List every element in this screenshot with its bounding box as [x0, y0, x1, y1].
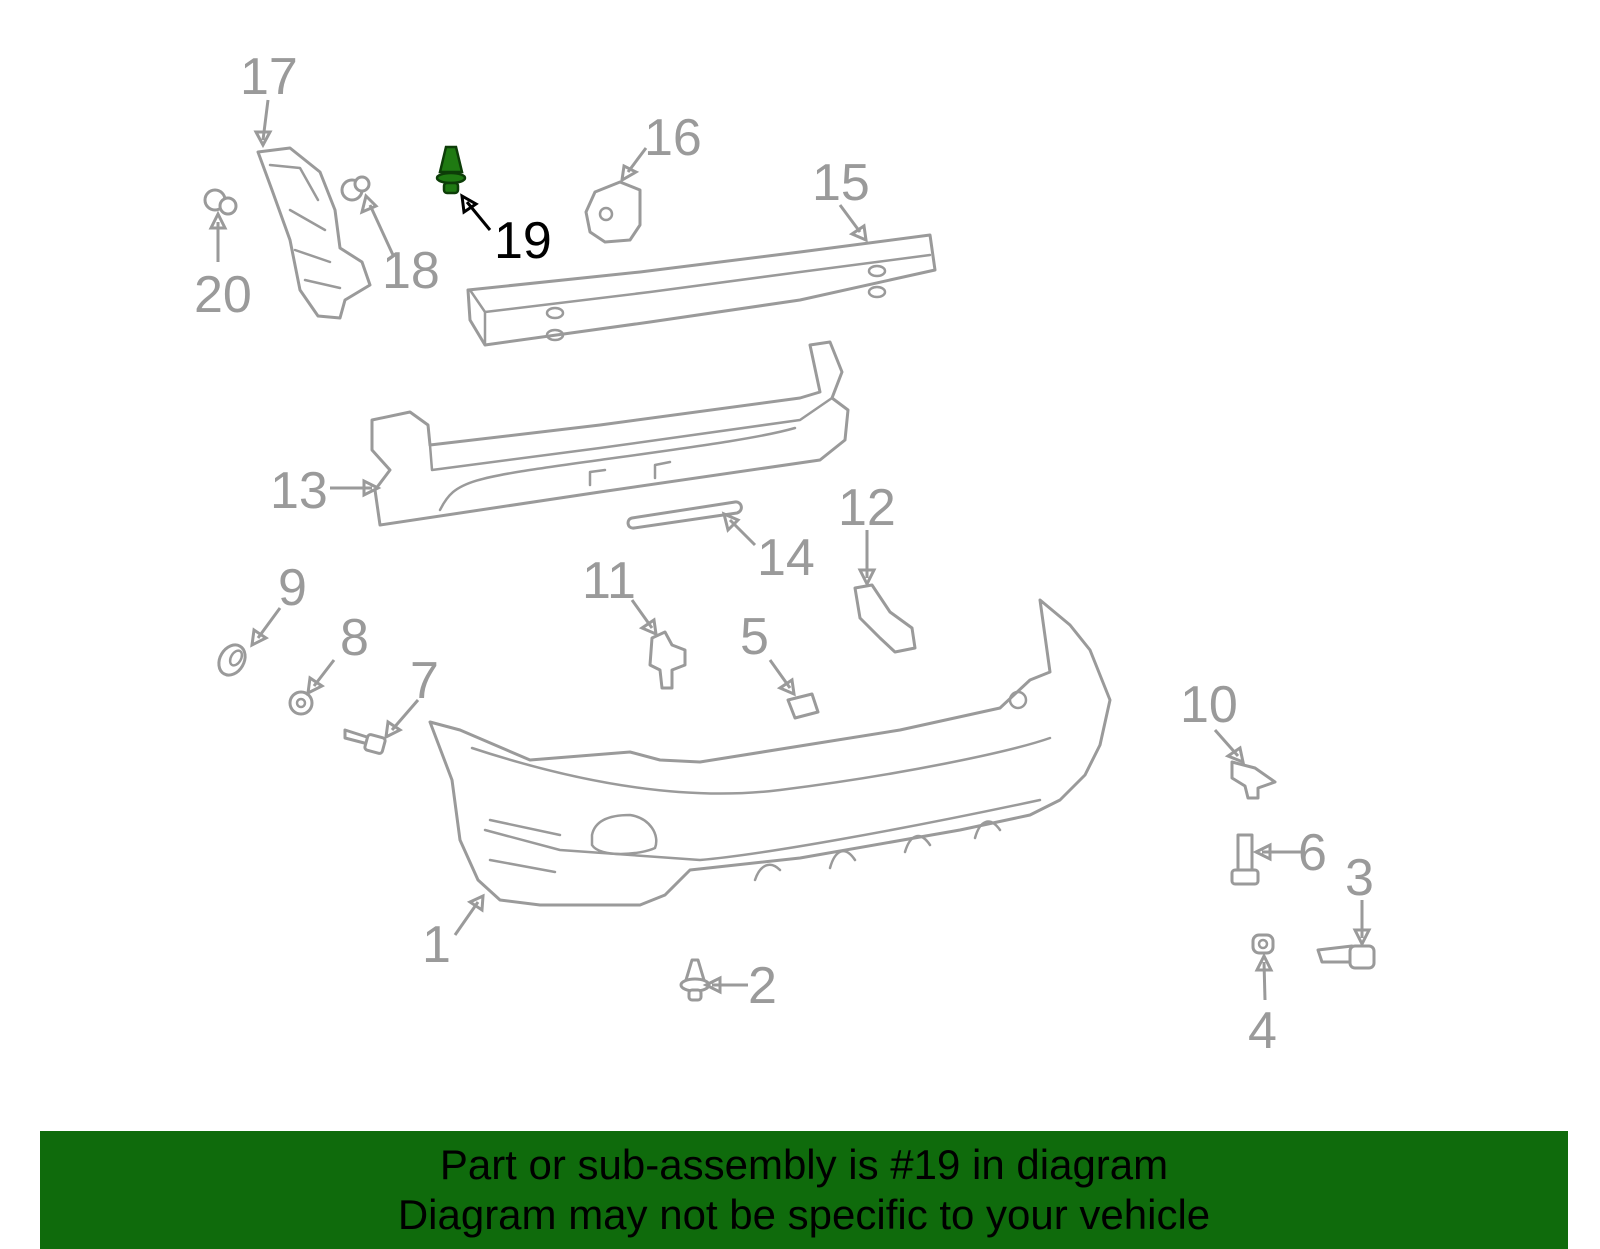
- callout-20[interactable]: 20: [194, 266, 252, 324]
- callout-19[interactable]: 19: [494, 212, 552, 270]
- callout-labels: 17 20 18 19 16 15 13 14 12 11 5 9 8 7 1 …: [194, 48, 1374, 1060]
- part-20-nut: [203, 188, 238, 216]
- callout-10[interactable]: 10: [1180, 676, 1238, 734]
- callout-18[interactable]: 18: [382, 242, 440, 300]
- callout-5[interactable]: 5: [740, 608, 769, 666]
- part-8-washer: [288, 690, 314, 716]
- callout-1[interactable]: 1: [422, 916, 451, 974]
- callout-8[interactable]: 8: [340, 609, 369, 667]
- leader-15: [838, 204, 862, 233]
- part-11-bracket: [648, 630, 687, 690]
- callout-14[interactable]: 14: [757, 529, 815, 587]
- leader-1: [453, 901, 480, 936]
- part-9-grommet: [217, 643, 247, 677]
- part-6-bolt: [1230, 833, 1260, 886]
- part-16-bracket: [584, 180, 642, 244]
- callout-6[interactable]: 6: [1298, 824, 1327, 882]
- part-19-clip-highlighted: [435, 145, 467, 195]
- callout-11[interactable]: 11: [582, 552, 636, 610]
- part-7-bolt: [343, 728, 387, 755]
- leader-18: [368, 204, 395, 256]
- part-4-nut: [1251, 933, 1275, 955]
- leader-4: [1262, 961, 1267, 1001]
- part-5-clip: [786, 692, 820, 720]
- part-18-clip: [340, 175, 371, 202]
- part-17-bracket: [256, 146, 372, 320]
- banner-part-reference: Part or sub-assembly is #19 in diagram: [439, 1141, 1169, 1188]
- part-10-clip: [1230, 760, 1277, 800]
- part-2-clip: [679, 958, 711, 1002]
- info-banner: Part or sub-assembly is #19 in diagram D…: [40, 1131, 1568, 1249]
- leader-7: [390, 699, 420, 731]
- part-1-bumper-cover: [428, 598, 1112, 907]
- callout-12[interactable]: 12: [838, 479, 896, 537]
- leader-9: [256, 607, 282, 639]
- part-15-reinforcement: [466, 233, 937, 347]
- part-12-bracket: [853, 583, 917, 654]
- part-13-absorber: [370, 340, 850, 527]
- leader-lines: [208, 99, 1372, 1001]
- callout-4[interactable]: 4: [1248, 1002, 1277, 1060]
- banner-disclaimer: Diagram may not be specific to your vehi…: [397, 1191, 1211, 1238]
- part-14-strip: [626, 500, 743, 530]
- callout-15[interactable]: 15: [812, 154, 870, 212]
- parts-diagram: 17 20 18 19 16 15 13 14 12 11 5 9 8 7 1 …: [194, 48, 1376, 1060]
- callout-2[interactable]: 2: [748, 957, 777, 1015]
- callout-9[interactable]: 9: [278, 559, 307, 617]
- part-3-screw: [1316, 944, 1376, 970]
- callout-7[interactable]: 7: [410, 652, 439, 710]
- callout-16[interactable]: 16: [644, 109, 702, 167]
- callout-3[interactable]: 3: [1345, 849, 1374, 907]
- callout-13[interactable]: 13: [270, 462, 328, 520]
- callout-17[interactable]: 17: [240, 48, 298, 106]
